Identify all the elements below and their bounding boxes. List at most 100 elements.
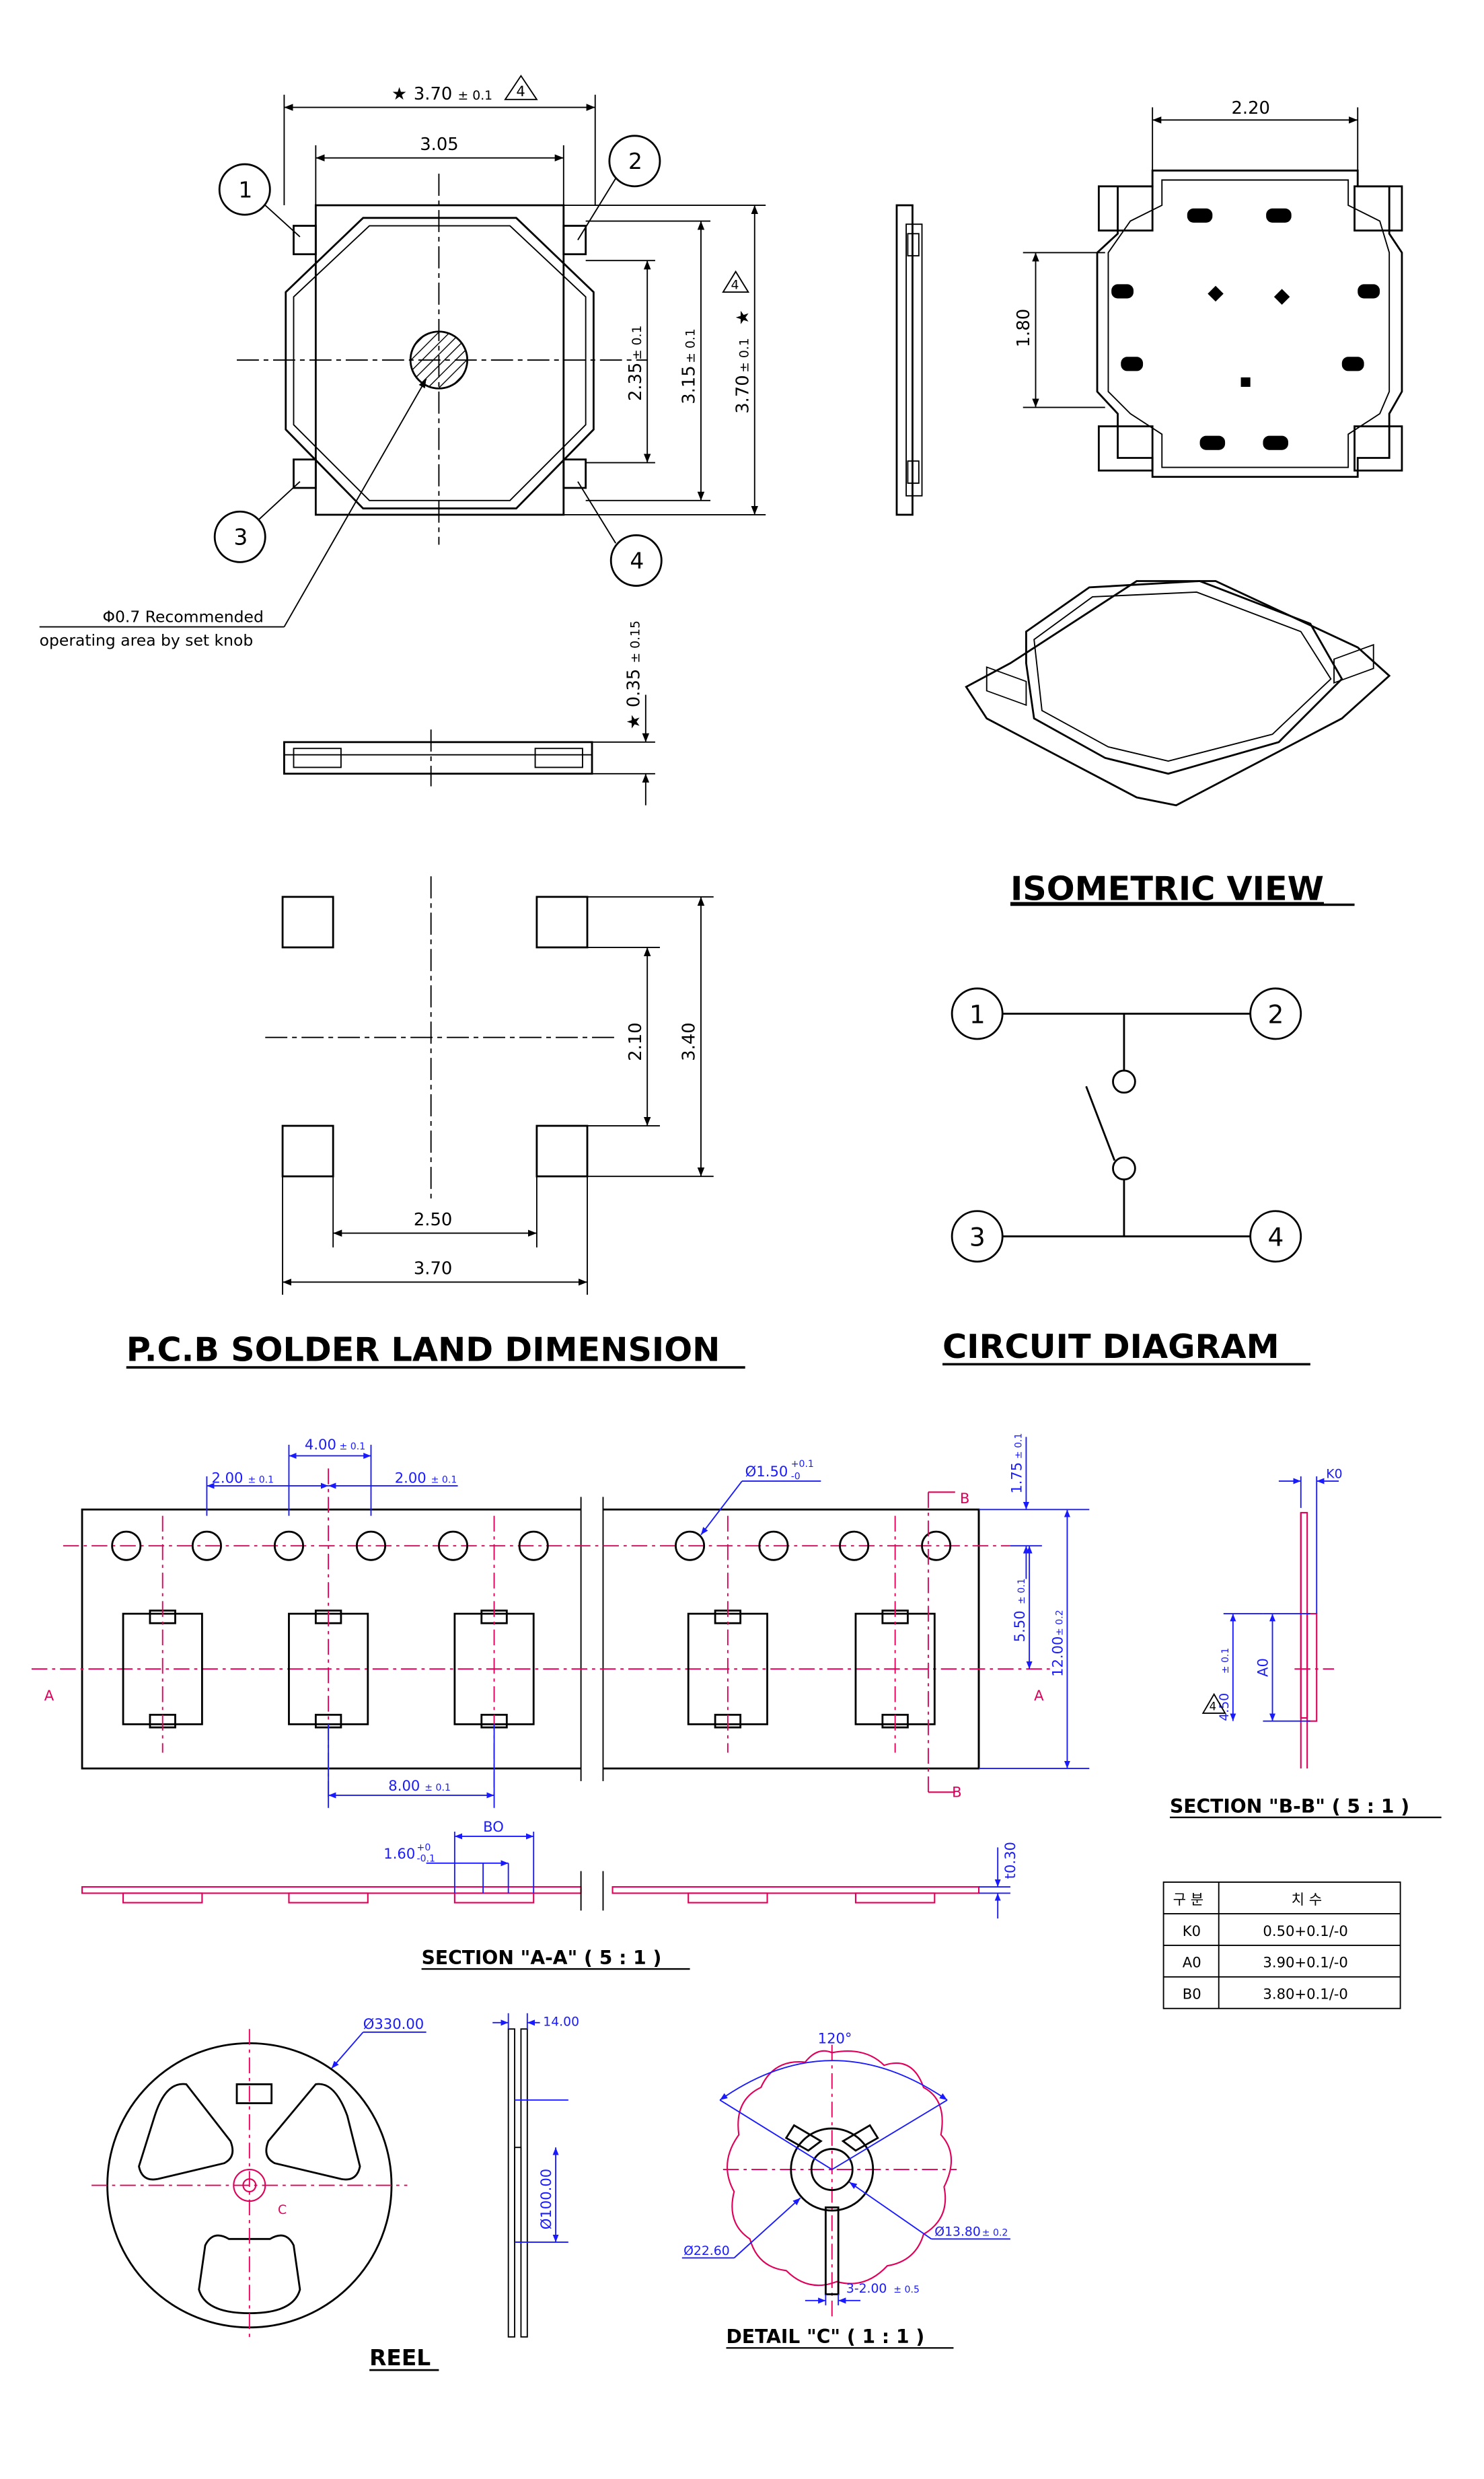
star-mark-side: ★	[624, 714, 644, 729]
section-aa: BO 1.60 +0 -0.1 t0.30 SECTION "A-A" ( 5 …	[81, 1818, 1018, 1970]
dim-550: 5.50	[1011, 1610, 1028, 1642]
actuator-area	[409, 330, 469, 390]
note-line-2: operating area by set knob	[40, 631, 254, 650]
dim-angle: 120°	[818, 2029, 852, 2046]
section-mark-a-right: A	[1034, 1687, 1044, 1704]
table-header-dimension: 치 수	[1292, 1891, 1323, 1908]
tol-175: ± 0.1	[1013, 1433, 1024, 1460]
table-row-b0-label: B0	[1183, 1986, 1201, 2003]
dim-160: 1.60	[383, 1845, 415, 1862]
dim-hole: Ø1.50	[745, 1463, 788, 1480]
dim-k0: K0	[1326, 1467, 1342, 1481]
dim-slot: 3-2.00	[846, 2282, 887, 2296]
table-row-b0-value: 3.80+0.1/-0	[1263, 1986, 1347, 2003]
dim-width-total-tol: ± 0.1	[458, 89, 493, 103]
dim-hole-tol-plus: +0.1	[791, 1459, 814, 1470]
section-bb-title: SECTION "B-B" ( 5 : 1 )	[1170, 1795, 1409, 1818]
dim-450: 4.50	[1218, 1693, 1232, 1721]
circuit-pin-1-label: 1	[969, 1000, 986, 1030]
dim-reel-width: 14.00	[543, 2015, 579, 2029]
rev-mark-v: 4	[731, 278, 739, 292]
tol-2b: ± 0.1	[431, 1474, 457, 1485]
switch-contact-top	[1112, 1069, 1136, 1094]
tol-550: ± 0.1	[1016, 1578, 1027, 1604]
table-row-k0-value: 0.50+0.1/-0	[1263, 1923, 1347, 1939]
dim-hub: Ø100.00	[537, 2169, 554, 2229]
land-pad-3	[281, 1124, 334, 1178]
note-line-1: Φ0.7 Recommended	[103, 608, 264, 626]
dim-height-total-tol: ± 0.1	[737, 338, 751, 373]
circuit-pin-3-label: 3	[969, 1222, 986, 1252]
bottom-outline	[1096, 170, 1403, 478]
dim-height-total: 3.70	[733, 375, 753, 413]
dim-160-tol-plus: +0	[417, 1842, 431, 1853]
switch-lever	[1085, 1085, 1116, 1161]
spec-table: 구 분 치 수 K0 0.50+0.1/-0 A0 3.90+0.1/-0 B0…	[1162, 1881, 1401, 2009]
reel-side-view: Ø100.00 14.00	[492, 2013, 579, 2338]
table-header-category: 구 분	[1173, 1891, 1204, 1908]
tol-pitch-4: ± 0.1	[340, 1441, 366, 1452]
terminal-1	[293, 225, 317, 256]
switch-contact-bottom	[1112, 1156, 1136, 1181]
table-row-a0-label: A0	[1183, 1954, 1201, 1971]
dim-thickness: 0.35	[624, 669, 644, 707]
dim-hole-tol-minus: -0	[791, 1472, 801, 1482]
circuit-diagram: 1 2 3 4 CIRCUIT DIAGRAM	[942, 987, 1310, 1366]
section-mark-a-left: A	[44, 1687, 54, 1704]
section-mark-b-bottom: B	[952, 1783, 961, 1800]
land-pad-4	[535, 1124, 589, 1178]
dim-d2260: Ø22.60	[683, 2244, 730, 2258]
octagon-inner	[293, 225, 587, 501]
isometric-title: ISOMETRIC VIEW	[1010, 869, 1324, 908]
dim-d1380: Ø13.80	[934, 2225, 981, 2239]
dim-height-inner-tol: ± 0.1	[630, 325, 644, 360]
pin-callout-3	[213, 510, 266, 563]
pin-label-4: 4	[630, 548, 644, 574]
dim-reel-diameter: Ø330.00	[363, 2015, 424, 2032]
dim-height-mid-tol: ± 0.1	[684, 328, 698, 363]
detail-c-title: DETAIL "C" ( 1 : 1 )	[727, 2326, 925, 2348]
dim-height-inner: 2.35	[626, 363, 646, 401]
pin-callout-4	[609, 534, 663, 587]
detail-c-view: 120° Ø13.80 ± 0.2 Ø22.60 3-2.00 ± 0.5 DE…	[681, 2029, 1010, 2349]
dim-2b: 2.00	[395, 1469, 426, 1486]
side-view-right	[895, 204, 923, 516]
pcb-title: P.C.B SOLDER LAND DIMENSION	[126, 1330, 720, 1369]
table-row-k0-label: K0	[1183, 1923, 1201, 1939]
side-view-bottom: ★ 0.35 ± 0.15	[283, 620, 655, 805]
dim-175: 1.75	[1008, 1462, 1025, 1494]
sprocket-holes	[111, 1530, 952, 1561]
rev-mark-bb: 4	[1210, 1700, 1216, 1713]
section-aa-title: SECTION "A-A" ( 5 : 1 )	[422, 1947, 662, 1969]
dim-a0: A0	[1254, 1658, 1271, 1677]
dim-2a: 2.00	[211, 1469, 243, 1486]
pockets	[122, 1610, 936, 1729]
star-mark-v: ★	[733, 310, 753, 325]
dim-v-inner: 2.10	[626, 1022, 646, 1061]
dim-pitch-8: 8.00	[388, 1777, 420, 1794]
revision-triangle-v-icon	[722, 270, 750, 293]
isometric-view: ISOMETRIC VIEW	[965, 580, 1391, 908]
dim-h-inner: 2.50	[414, 1210, 452, 1230]
section-bb: K0 A0 4.50 ± 0.1 4 SECTION "B-B" ( 5 : 1…	[1169, 1467, 1442, 1818]
dim-bottom-height: 1.80	[1014, 309, 1034, 347]
dim-width-inner: 3.05	[420, 135, 458, 155]
bottom-view: 2.20 1.80	[1014, 98, 1403, 478]
dim-pitch-4: 4.00	[305, 1436, 336, 1453]
land-pad-2	[535, 896, 589, 949]
octagon-body	[285, 217, 595, 509]
circuit-pin-2-label: 2	[1267, 1000, 1284, 1030]
pin-callout-1	[218, 163, 271, 216]
pin-label-1: 1	[238, 177, 252, 203]
dim-1200: 12.00	[1049, 1637, 1066, 1677]
terminal-4	[562, 458, 587, 489]
top-view: ★ 3.70 ± 0.1 4 3.05 3.70 ± 0.1 ★ 4 3.15 …	[40, 74, 766, 650]
dim-h-total: 3.70	[414, 1259, 452, 1279]
tol-pitch-8: ± 0.1	[424, 1783, 451, 1793]
terminal-3	[293, 458, 317, 489]
table-row-a0-value: 3.90+0.1/-0	[1263, 1954, 1347, 1971]
dim-v-total: 3.40	[679, 1022, 700, 1061]
tol-1200: ± 0.2	[1054, 1610, 1065, 1636]
tol-2a: ± 0.1	[248, 1474, 274, 1485]
